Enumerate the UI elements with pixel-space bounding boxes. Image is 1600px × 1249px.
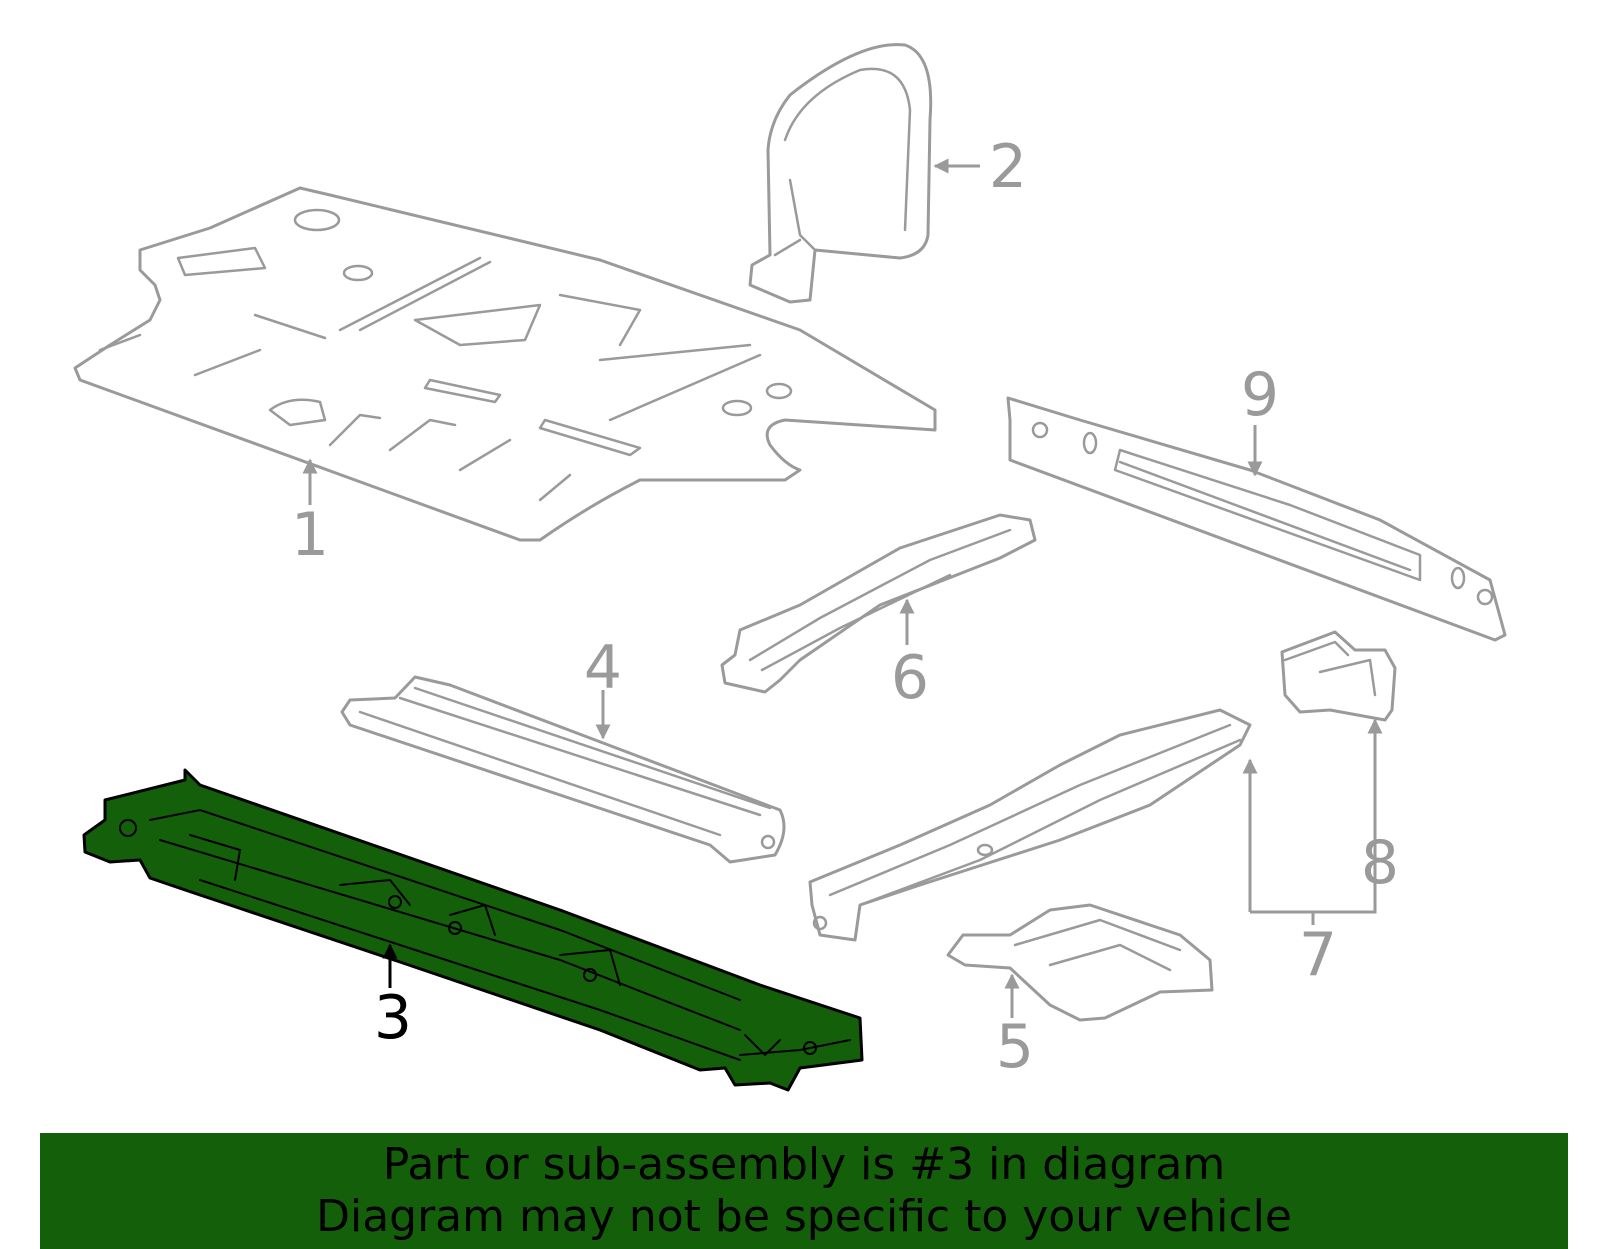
part-3-highlighted-crossmember (82, 768, 864, 1092)
info-banner: Part or sub-assembly is #3 in diagram Di… (40, 1133, 1568, 1249)
banner-line-1: Part or sub-assembly is #3 in diagram (382, 1139, 1226, 1190)
part-4-side-rail (340, 675, 786, 864)
callout-9: 9 (1241, 360, 1279, 430)
part-5-bracket-panel (946, 903, 1214, 1022)
part-2-wheelhouse (748, 43, 933, 304)
callout-2: 2 (989, 132, 1027, 202)
part-9-rear-crossmember (1006, 396, 1507, 642)
leader-lines (302, 158, 1383, 1018)
callout-labels: 1 2 3 4 5 6 7 8 9 (291, 132, 1399, 1082)
part-7-rail-assembly (808, 708, 1252, 942)
callout-4: 4 (584, 633, 622, 703)
banner-line-2: Diagram may not be specific to your vehi… (316, 1191, 1292, 1242)
callout-1: 1 (291, 500, 329, 570)
part-1-floor-panel (73, 186, 937, 542)
callout-3: 3 (374, 983, 412, 1053)
part-8-bracket (1280, 630, 1397, 722)
callout-8: 8 (1361, 828, 1399, 898)
part-6-rail (720, 513, 1037, 694)
callout-6: 6 (891, 643, 929, 713)
callout-5: 5 (996, 1012, 1034, 1082)
callout-7: 7 (1299, 920, 1337, 990)
